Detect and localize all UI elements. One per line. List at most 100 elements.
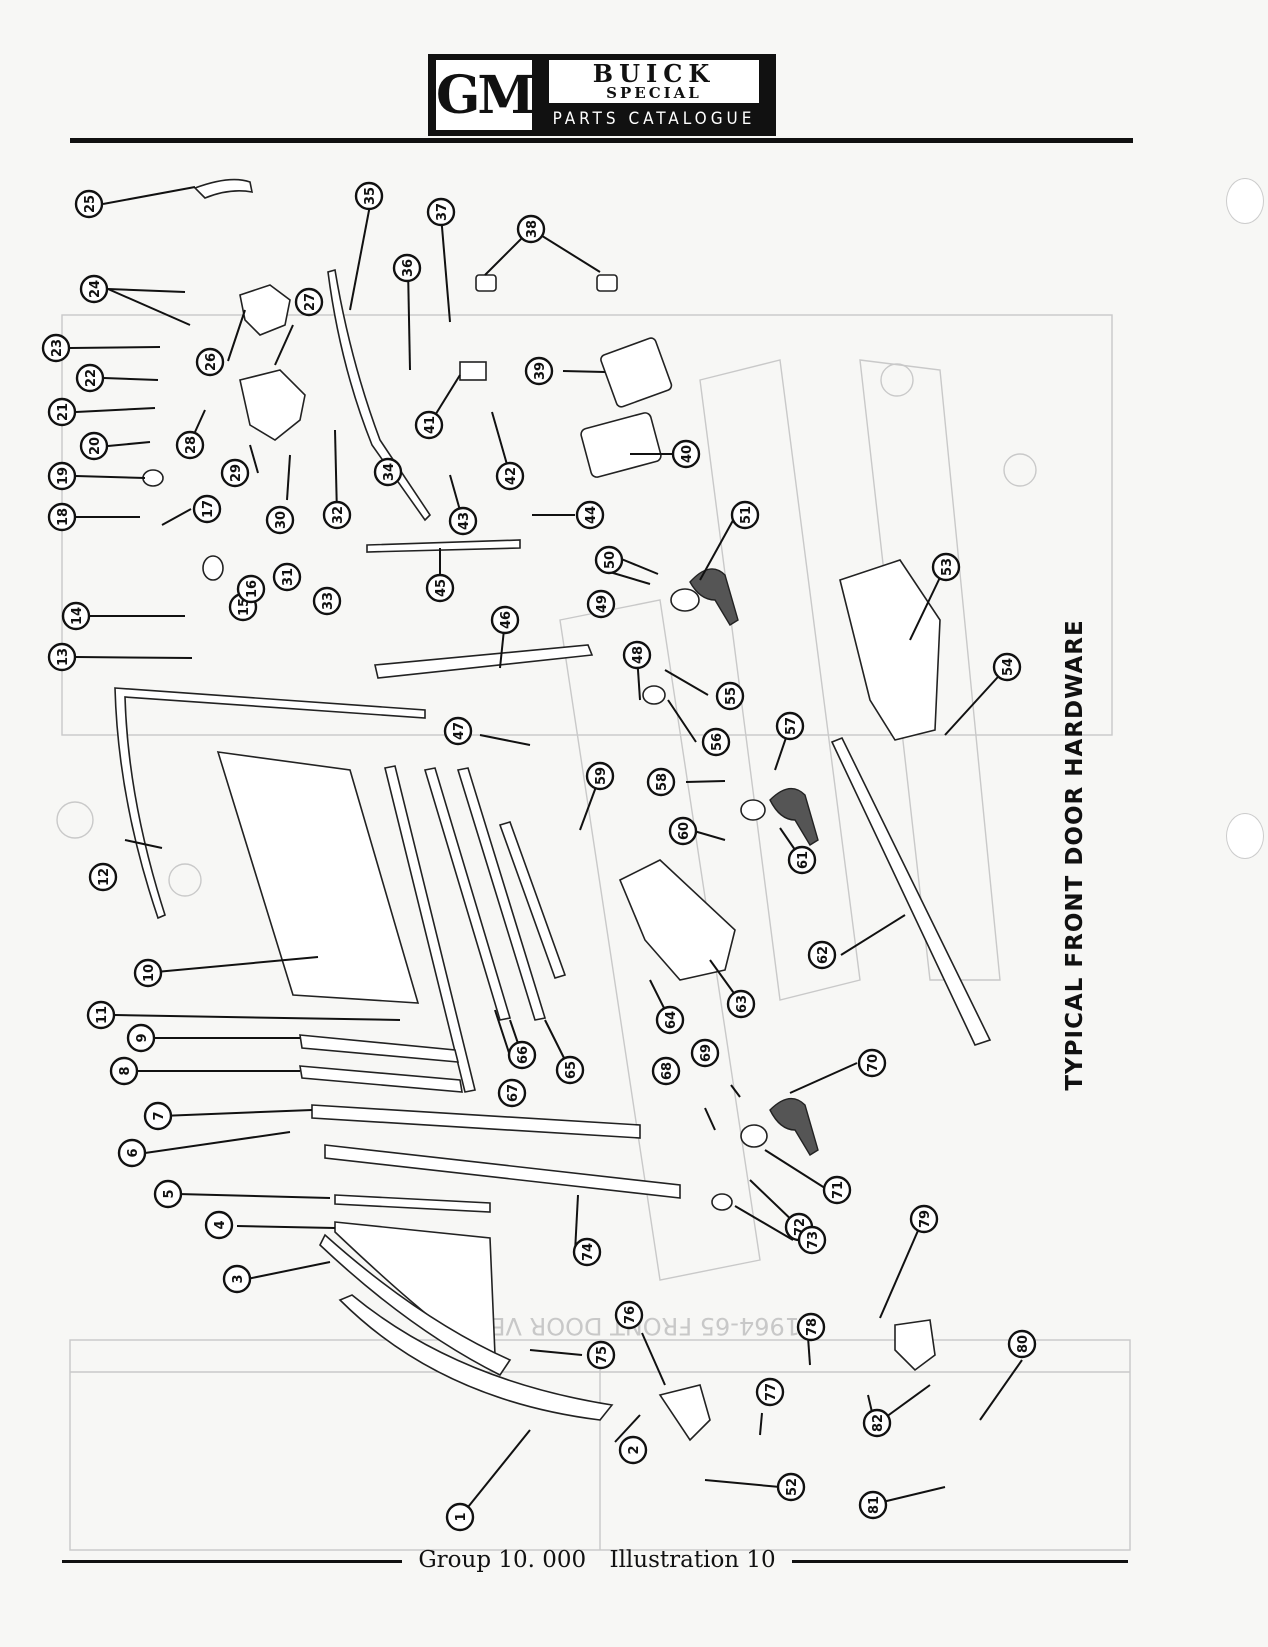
svg-text:73: 73	[806, 1231, 821, 1249]
part-27	[239, 369, 306, 441]
svg-text:48: 48	[631, 646, 646, 664]
svg-text:49: 49	[595, 595, 610, 613]
part-40	[580, 412, 662, 478]
callout-14: 14	[61, 601, 91, 631]
svg-text:76: 76	[623, 1306, 638, 1324]
callout-82: 82	[862, 1408, 892, 1438]
callout-45: 45	[425, 573, 455, 603]
callout-68: 68	[651, 1056, 681, 1086]
svg-text:20: 20	[88, 437, 103, 455]
svg-text:45: 45	[434, 579, 449, 597]
callout-51: 51	[730, 500, 760, 530]
svg-text:62: 62	[816, 946, 831, 964]
svg-text:81: 81	[867, 1496, 882, 1514]
part-51	[689, 568, 739, 626]
callout-17: 17	[192, 494, 222, 524]
callout-43: 43	[448, 506, 478, 536]
part-79	[894, 1319, 936, 1372]
svg-text:14: 14	[70, 607, 85, 625]
callout-5: 5	[153, 1179, 183, 1209]
callout-7: 7	[143, 1101, 173, 1131]
catalogue-label: PARTS CATALOGUE	[552, 109, 756, 129]
svg-text:53: 53	[940, 558, 955, 576]
callout-63: 63	[726, 989, 756, 1019]
callout-49: 49	[586, 589, 616, 619]
callout-53: 53	[931, 552, 961, 582]
svg-text:77: 77	[764, 1383, 779, 1401]
svg-text:56: 56	[710, 733, 725, 751]
svg-text:40: 40	[680, 445, 695, 463]
svg-text:75: 75	[595, 1346, 610, 1364]
svg-text:28: 28	[184, 436, 199, 454]
part-63	[618, 859, 736, 981]
svg-text:37: 37	[435, 203, 450, 221]
footer-rule-left	[62, 1560, 402, 1563]
part-49	[670, 588, 700, 612]
svg-text:23: 23	[50, 339, 65, 357]
svg-text:6: 6	[126, 1148, 141, 1157]
svg-text:58: 58	[655, 773, 670, 791]
svg-text:57: 57	[784, 717, 799, 735]
part-53	[839, 559, 941, 741]
callout-29: 29	[220, 458, 250, 488]
svg-text:79: 79	[918, 1210, 933, 1228]
svg-text:27: 27	[303, 293, 318, 311]
svg-text:30: 30	[274, 511, 289, 529]
callout-39: 39	[524, 356, 554, 386]
part-25	[193, 178, 254, 199]
svg-text:55: 55	[724, 687, 739, 705]
part-3	[319, 1233, 512, 1377]
callout-81: 81	[858, 1490, 888, 1520]
callout-2: 2	[618, 1435, 648, 1465]
header-rule	[70, 138, 1133, 143]
svg-text:68: 68	[660, 1062, 675, 1080]
svg-text:52: 52	[785, 1478, 800, 1496]
callout-76: 76	[614, 1300, 644, 1330]
svg-text:32: 32	[331, 506, 346, 524]
svg-text:38: 38	[525, 220, 540, 238]
callout-71: 71	[822, 1175, 852, 1205]
svg-text:8: 8	[118, 1066, 133, 1075]
callout-59: 59	[585, 761, 615, 791]
svg-text:25: 25	[83, 195, 98, 213]
callout-74: 74	[572, 1237, 602, 1267]
callout-12: 12	[88, 862, 118, 892]
diagram-parts	[114, 178, 992, 1442]
svg-text:9: 9	[135, 1033, 150, 1042]
brand-subtitle: SPECIAL	[606, 84, 702, 102]
svg-text:66: 66	[516, 1046, 531, 1064]
callout-41: 41	[414, 410, 444, 440]
callout-11: 11	[86, 1000, 116, 1030]
part-71	[740, 1124, 768, 1148]
callout-34: 34	[373, 457, 403, 487]
callout-50: 50	[594, 545, 624, 575]
svg-text:51: 51	[739, 506, 754, 524]
callout-10: 10	[133, 958, 163, 988]
part-65b	[498, 821, 567, 979]
callout-38: 38	[516, 214, 546, 244]
callout-21: 21	[47, 397, 77, 427]
callout-79: 79	[909, 1204, 939, 1234]
svg-text:4: 4	[213, 1220, 228, 1229]
brand-block: BUICK SPECIAL PARTS CATALOGUE	[532, 54, 776, 136]
svg-text:50: 50	[603, 551, 618, 569]
callout-31: 31	[272, 562, 302, 592]
callout-20: 20	[79, 431, 109, 461]
part-12	[114, 687, 426, 920]
part-38a	[475, 274, 497, 292]
punch-hole-top	[1226, 178, 1264, 224]
svg-text:19: 19	[56, 467, 71, 485]
part-74	[324, 1144, 681, 1199]
svg-text:63: 63	[735, 995, 750, 1013]
part-7	[311, 1104, 641, 1139]
callout-27: 27	[294, 287, 324, 317]
callout-28: 28	[175, 430, 205, 460]
callout-36: 36	[392, 253, 422, 283]
svg-text:65: 65	[564, 1061, 579, 1079]
svg-text:31: 31	[281, 568, 296, 586]
part-26	[239, 284, 291, 336]
part-19	[142, 469, 164, 487]
svg-text:60: 60	[677, 822, 692, 840]
svg-text:71: 71	[831, 1181, 846, 1199]
part-9	[299, 1034, 460, 1063]
